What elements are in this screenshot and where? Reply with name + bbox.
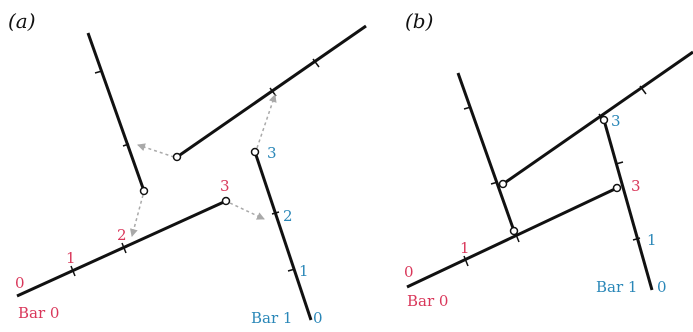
bar-0-name: Bar 0	[18, 304, 59, 322]
panel-b: (b) 0 1 3 Bar 0 3 1 0 Bar 1	[404, 9, 693, 310]
tick-mark	[463, 255, 469, 267]
tick-mark	[463, 106, 472, 110]
joint-circle	[139, 186, 149, 196]
bar-0-tick-label-3: 3	[631, 177, 641, 195]
bar-1-name: Bar 1	[596, 278, 637, 296]
tick-mark	[490, 181, 499, 185]
bar-1-a	[253, 151, 313, 321]
tick-mark	[639, 85, 647, 95]
bar-b-upper-left	[456, 72, 516, 232]
joint-circle	[250, 147, 260, 157]
bar-0-a	[16, 199, 227, 298]
panel-b-label: (b)	[405, 9, 433, 33]
joint-circle	[599, 115, 609, 125]
bar-0-b	[406, 186, 618, 289]
tick-mark	[271, 211, 280, 215]
joint-circle	[172, 152, 182, 162]
bar-a-upper-right	[176, 24, 367, 159]
bar-0-name: Bar 0	[407, 292, 448, 310]
bar-1-tick-label-1: 1	[647, 231, 657, 249]
joint-circle	[498, 179, 508, 189]
bar-0-tick-label-2: 2	[117, 226, 127, 244]
tick-mark	[121, 242, 127, 254]
arrow-a-1	[137, 143, 175, 158]
tick-mark	[70, 265, 76, 277]
bar-1-tick-label-0: 0	[657, 278, 667, 296]
bar-0-tick-label-0: 0	[404, 263, 414, 281]
bar-0-tick-label-0: 0	[15, 274, 25, 292]
bar-b-upper-right	[502, 50, 693, 186]
joint-circle	[221, 196, 231, 206]
bar-a-upper-left	[86, 32, 146, 192]
tick-mark	[122, 143, 130, 147]
bar-0-tick-label-3: 3	[220, 177, 230, 195]
arrow-a-3	[229, 202, 265, 220]
bar-1-tick-label-3: 3	[267, 144, 277, 162]
tick-mark	[312, 58, 320, 68]
bar-1-name: Bar 1	[251, 309, 292, 327]
joint-circle	[612, 183, 622, 193]
joint-circle	[509, 226, 519, 236]
panel-a: (a) 0 1 2 3 Bar 0 3 2 1	[8, 9, 367, 327]
panel-a-label: (a)	[8, 9, 36, 33]
tick-mark	[94, 70, 103, 74]
bar-0-tick-label-1: 1	[460, 239, 470, 257]
bar-1-tick-label-1: 1	[299, 262, 309, 280]
tick-mark	[632, 237, 641, 241]
arrow-a-4	[256, 94, 277, 149]
bar-1-tick-label-0: 0	[313, 309, 323, 327]
tick-mark	[287, 268, 296, 272]
tick-mark	[615, 161, 624, 165]
bar-0-tick-label-1: 1	[66, 249, 76, 267]
bar-1-tick-label-2: 2	[283, 207, 293, 225]
bar-1-b	[602, 119, 654, 291]
arrow-a-2	[129, 194, 144, 237]
bar-1-tick-label-3: 3	[611, 112, 621, 130]
